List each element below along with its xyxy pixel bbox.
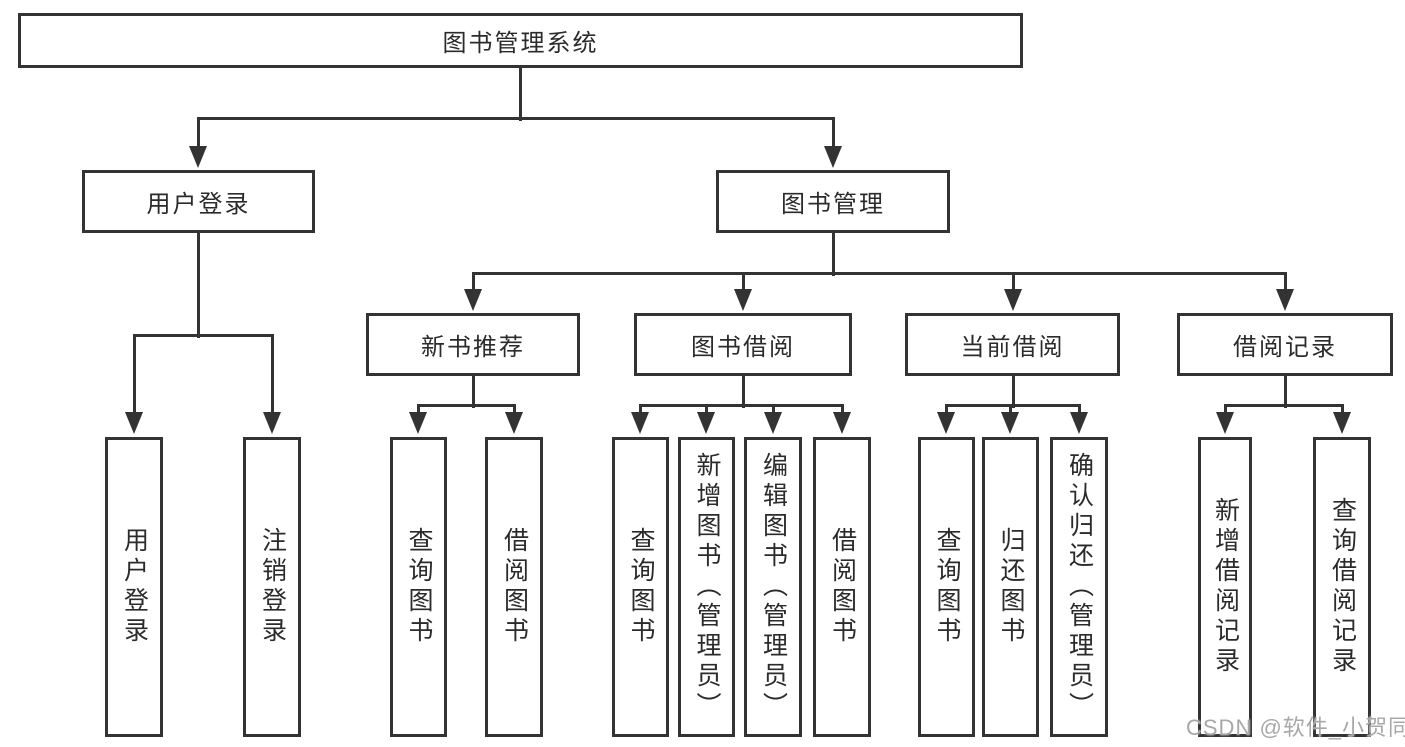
node-label: 查询借阅记录 [1328, 497, 1357, 677]
node-book-borrow: 图书借阅 [634, 313, 852, 376]
node-label: 注销登录 [258, 527, 287, 647]
arrowhead-down-icon [464, 289, 482, 311]
connector-line [416, 405, 420, 414]
node-confirm-return-admin: 确认归还（管理员） [1050, 437, 1108, 737]
arrowhead-down-icon [833, 412, 851, 434]
connector-line [1223, 403, 1344, 407]
arrowhead-down-icon [824, 146, 842, 168]
node-add-book-admin: 新增图书（管理员） [678, 437, 735, 737]
node-label: 借阅图书 [828, 527, 857, 647]
node-label: 借阅记录 [1233, 334, 1337, 361]
node-root: 图书管理系统 [18, 13, 1023, 68]
node-current-borrow: 当前借阅 [905, 313, 1120, 376]
node-label: 确认归还（管理员） [1065, 452, 1094, 722]
connector-line [132, 333, 274, 337]
connector-line [416, 403, 516, 407]
node-return-book: 归还图书 [982, 437, 1039, 737]
connector-line [471, 271, 1287, 275]
node-label: 新增图书（管理员） [693, 452, 721, 722]
connector-line [518, 68, 522, 121]
arrowhead-down-icon [505, 412, 523, 434]
node-user-login-op: 用户登录 [105, 437, 163, 737]
node-user-login: 用户登录 [82, 170, 315, 233]
connector-line [471, 376, 475, 408]
connector-line [638, 405, 642, 414]
connector-line [196, 118, 200, 148]
arrowhead-down-icon [1216, 412, 1234, 434]
connector-line [831, 118, 835, 148]
node-label: 图书管理 [781, 191, 885, 218]
connector-line [944, 403, 1081, 407]
arrowhead-down-icon [734, 289, 752, 311]
connector-line [741, 376, 745, 408]
node-query-borrow-record: 查询借阅记录 [1313, 437, 1371, 737]
csdn-watermark: CSDN @软件_小贺同学 [1186, 715, 1405, 740]
node-label: 用户登录 [146, 191, 251, 218]
arrowhead-down-icon [697, 412, 715, 434]
arrowhead-down-icon [1333, 412, 1351, 434]
connector-line [1223, 405, 1227, 414]
connector-line [471, 273, 475, 292]
connector-line [1283, 376, 1287, 408]
connector-line [512, 405, 516, 414]
node-label: 当前借阅 [960, 334, 1065, 361]
node-query-book-rec: 查询图书 [390, 437, 447, 737]
connector-line [638, 403, 844, 407]
arrowhead-down-icon [764, 412, 782, 434]
connector-line [1340, 405, 1344, 414]
node-label: 图书管理系统 [442, 30, 599, 57]
node-query-book-current: 查询图书 [918, 437, 975, 737]
node-label: 用户登录 [120, 527, 149, 647]
connector-line [741, 273, 745, 292]
connector-line [771, 405, 775, 414]
connector-line [1283, 273, 1287, 292]
node-borrow-records: 借阅记录 [1177, 313, 1393, 376]
node-label: 归还图书 [997, 527, 1025, 647]
node-new-book-rec: 新书推荐 [366, 313, 580, 376]
node-edit-book-admin: 编辑图书（管理员） [744, 437, 802, 737]
connector-line [132, 335, 136, 414]
connector-line [270, 335, 274, 414]
arrowhead-down-icon [1070, 412, 1088, 434]
connector-line [704, 405, 708, 414]
node-label: 新增借阅记录 [1211, 497, 1240, 677]
connector-line [1008, 405, 1012, 414]
arrowhead-down-icon [409, 412, 427, 434]
connector-line [831, 233, 835, 276]
node-borrow-book-rec: 借阅图书 [485, 437, 543, 737]
node-label: 编辑图书（管理员） [759, 452, 788, 722]
arrowhead-down-icon [1001, 412, 1019, 434]
arrowhead-down-icon [1276, 289, 1294, 311]
connector-line [840, 405, 844, 414]
connector-line [944, 405, 948, 414]
node-borrow-book-borrow: 借阅图书 [813, 437, 871, 737]
arrowhead-down-icon [631, 412, 649, 434]
node-label: 借阅图书 [500, 527, 529, 647]
node-add-borrow-record: 新增借阅记录 [1198, 437, 1252, 737]
node-label: 查询图书 [933, 527, 961, 647]
arrowhead-down-icon [1004, 289, 1022, 311]
node-label: 查询图书 [627, 527, 655, 647]
arrowhead-down-icon [125, 412, 143, 434]
connector-line [1011, 273, 1015, 292]
node-label: 查询图书 [405, 527, 433, 647]
arrowhead-down-icon [263, 412, 281, 434]
connector-line [1011, 376, 1015, 408]
node-book-mgmt: 图书管理 [716, 170, 950, 233]
connector-line [196, 116, 835, 120]
node-query-book-borrow: 查询图书 [612, 437, 669, 737]
node-label: 图书借阅 [691, 334, 795, 361]
arrowhead-down-icon [937, 412, 955, 434]
node-logout-op: 注销登录 [243, 437, 301, 737]
connector-line [196, 233, 200, 338]
connector-line [1077, 405, 1081, 414]
node-label: 新书推荐 [421, 334, 525, 361]
arrowhead-down-icon [189, 146, 207, 168]
